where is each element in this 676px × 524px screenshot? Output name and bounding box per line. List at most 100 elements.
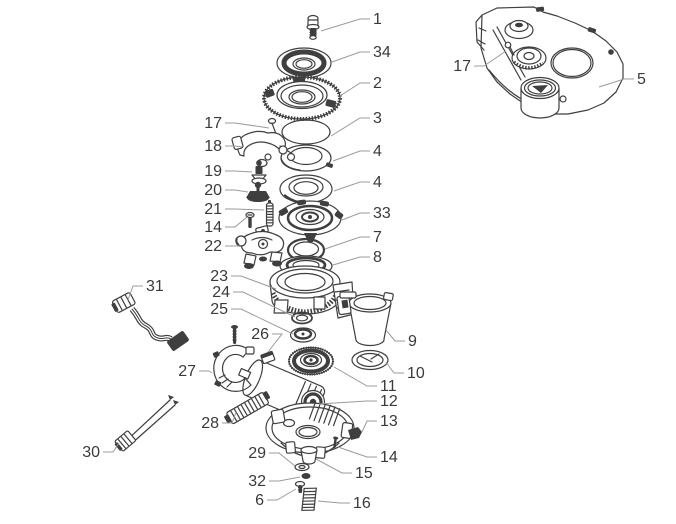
leader-line-part-28 <box>222 411 237 424</box>
callout-label-part-21: 21 <box>204 201 222 218</box>
part-sketch-washer-29 <box>294 462 310 472</box>
part-sketch-o-ring-24 <box>291 311 313 325</box>
callout-label-part-16: 16 <box>353 495 371 512</box>
part-sketch-ring-4-lower <box>279 174 333 205</box>
leader-line-part-8 <box>332 256 370 266</box>
leader-line-part-12 <box>318 400 377 405</box>
leader-line-part-30 <box>103 442 120 453</box>
callout-label-part-19: 19 <box>204 163 222 180</box>
callout-label-part-25: 25 <box>210 301 228 318</box>
part-sketch-fork-18 <box>231 130 296 168</box>
part-sketch-bayonet-ring-10 <box>351 349 389 371</box>
callout-label-part-14-right: 14 <box>380 449 398 466</box>
leader-line-part-26 <box>267 333 284 353</box>
leader-line-part-11 <box>333 366 377 387</box>
part-sketch-screw-17-left <box>267 117 277 135</box>
leader-line-part-27 <box>199 370 213 374</box>
callout-label-part-14-left: 14 <box>204 219 222 236</box>
callout-label-part-24: 24 <box>212 284 230 301</box>
leader-line-part-5 <box>598 78 634 88</box>
part-sketch-nut-32 <box>301 473 311 479</box>
callout-layer: 1342344337891011121314151653117171819202… <box>82 11 646 512</box>
leader-line-part-17-top <box>474 50 507 67</box>
leader-line-part-16 <box>317 500 350 504</box>
part-sketch-o-ring-3 <box>281 119 331 145</box>
leader-line-part-2 <box>339 82 370 97</box>
leader-line-part-32 <box>269 476 301 482</box>
callout-label-part-17-left: 17 <box>204 115 222 132</box>
part-sketch-vent-screw-1 <box>306 14 320 40</box>
callout-label-part-17-top: 17 <box>453 58 471 75</box>
part-sketch-pin-14-right <box>333 436 339 448</box>
part-sketch-cup-15 <box>300 445 318 465</box>
leader-line-part-19 <box>225 170 253 173</box>
callout-label-part-20: 20 <box>204 182 222 199</box>
callout-label-part-31: 31 <box>146 278 164 295</box>
leader-line-part-6 <box>267 488 297 501</box>
part-sketch-terminal-26 <box>260 350 276 365</box>
callout-label-part-4-lower: 4 <box>373 174 382 191</box>
part-sketch-grinder-housing-23 <box>269 265 355 319</box>
part-sketch-seal-ring-34 <box>276 47 332 79</box>
callout-label-part-34: 34 <box>373 44 391 61</box>
callout-label-part-33: 33 <box>373 205 391 222</box>
part-sketch-screw-14-left <box>245 211 255 228</box>
leader-line-part-10 <box>385 361 404 374</box>
part-sketch-container-9 <box>336 291 394 347</box>
leader-line-part-17-left <box>225 122 270 129</box>
callout-label-part-29: 29 <box>248 445 266 462</box>
part-sketch-spring-16 <box>301 487 317 511</box>
leader-line-part-29 <box>269 452 296 467</box>
callout-label-part-22: 22 <box>204 238 222 255</box>
part-sketch-bearing-25 <box>289 327 317 343</box>
callout-label-part-9: 9 <box>408 333 417 350</box>
callout-label-part-11: 11 <box>380 378 397 395</box>
part-sketch-wires-30 <box>114 395 179 452</box>
leader-line-part-24 <box>233 291 296 318</box>
leader-line-part-4-upper <box>332 150 370 162</box>
leader-line-part-7 <box>324 236 370 250</box>
part-sketch-ring-4-upper <box>280 144 334 172</box>
callout-label-part-8: 8 <box>373 249 382 266</box>
callout-label-part-12: 12 <box>380 393 398 410</box>
leader-line-part-33 <box>341 212 370 221</box>
leader-line-part-14-left <box>225 216 248 228</box>
callout-label-part-7: 7 <box>373 229 382 246</box>
callout-label-part-3: 3 <box>373 110 382 127</box>
part-sketch-pulley-11 <box>287 346 335 376</box>
part-sketch-housing-screw-17 <box>504 41 515 56</box>
callout-label-part-18: 18 <box>204 138 222 155</box>
part-sketch-adjuster-ring-2 <box>262 75 342 121</box>
leader-line-part-31 <box>127 285 143 301</box>
callout-label-part-2: 2 <box>373 75 382 92</box>
callout-label-part-10: 10 <box>407 365 425 382</box>
part-sketch-stator-ring-27 <box>212 325 255 392</box>
callout-label-part-23: 23 <box>210 268 228 285</box>
leader-line-part-21 <box>225 208 265 211</box>
part-sketch-base-housing <box>265 401 355 459</box>
leader-line-part-4-lower <box>333 181 370 192</box>
leader-line-part-34 <box>331 51 370 63</box>
part-sketch-brush-plate-28 <box>224 391 271 425</box>
part-sketch-fork-22 <box>235 225 285 269</box>
part-sketch-burr-carrier-33 <box>278 199 344 242</box>
callout-label-part-32: 32 <box>248 473 266 490</box>
callout-label-part-28: 28 <box>201 415 219 432</box>
callout-label-part-1: 1 <box>373 11 382 28</box>
leader-line-part-18 <box>225 145 243 148</box>
part-sketch-pin-21 <box>265 200 274 227</box>
leader-line-part-13 <box>361 420 377 433</box>
leader-line-part-20 <box>225 189 249 193</box>
part-sketch-screw-6 <box>294 480 306 493</box>
leader-line-part-1 <box>320 18 370 32</box>
callout-label-part-4-upper: 4 <box>373 143 382 160</box>
callout-label-part-30: 30 <box>82 444 100 461</box>
leader-line-part-23 <box>231 275 277 290</box>
callout-label-part-5: 5 <box>637 71 646 88</box>
part-sketch-cable-31 <box>111 292 189 351</box>
part-sketch-clip-13 <box>348 427 362 440</box>
part-sketch-cone-20 <box>246 181 270 202</box>
leader-line-part-14-right <box>337 446 377 458</box>
